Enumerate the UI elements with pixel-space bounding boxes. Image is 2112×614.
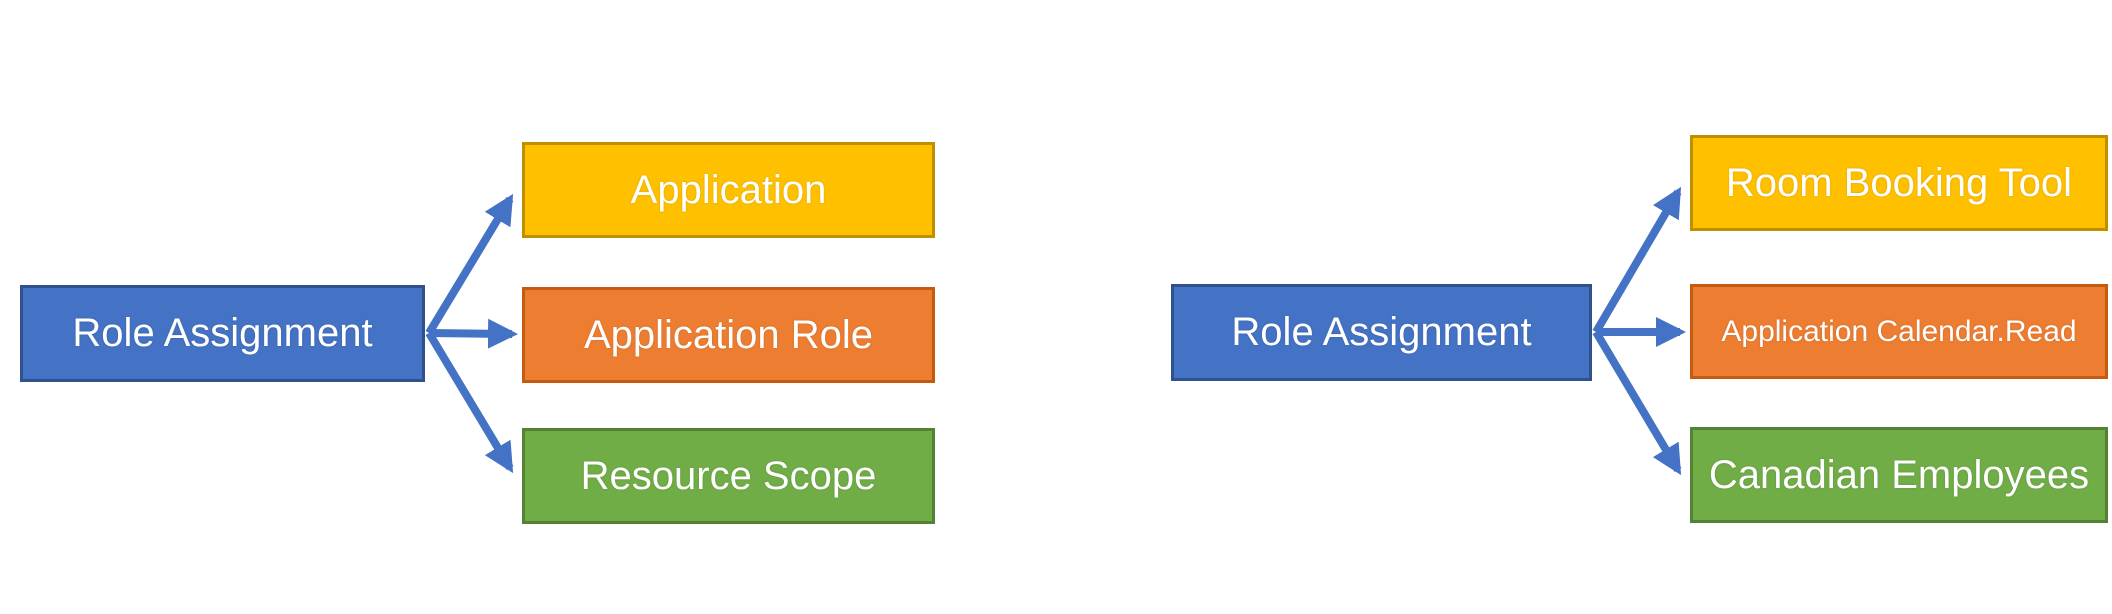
arrows-right-diagram — [1592, 186, 1686, 476]
canadian-employees-label: Canadian Employees — [1708, 452, 2090, 497]
arrow-to-resource-scope — [425, 330, 514, 474]
room-booking-tool-box: Room Booking Tool — [1690, 135, 2108, 231]
role-assignment-label: Role Assignment — [72, 311, 373, 355]
application-box: Application — [522, 142, 935, 238]
arrows-left-diagram — [425, 193, 518, 474]
application-calendar-read-box: Application Calendar.Read — [1690, 284, 2108, 379]
application-label: Application — [630, 167, 827, 212]
application-role-label: Application Role — [583, 312, 874, 357]
room-booking-tool-label: Room Booking Tool — [1725, 160, 2073, 205]
arrow-to-application-role — [428, 318, 518, 349]
arrow-to-application — [425, 193, 514, 336]
resource-scope-box: Resource Scope — [522, 428, 935, 524]
role-assignment-box: Role Assignment — [20, 285, 425, 382]
arrow-to-room-booking-tool — [1592, 186, 1682, 335]
role-assignment-example-label: Role Assignment — [1231, 310, 1532, 354]
application-role-box: Application Role — [522, 287, 935, 383]
arrow-to-canadian-employees — [1592, 329, 1682, 476]
canadian-employees-box: Canadian Employees — [1690, 427, 2108, 523]
application-calendar-read-label: Application Calendar.Read — [1721, 314, 2077, 348]
role-assignment-example-box: Role Assignment — [1171, 284, 1592, 381]
resource-scope-label: Resource Scope — [580, 453, 877, 498]
